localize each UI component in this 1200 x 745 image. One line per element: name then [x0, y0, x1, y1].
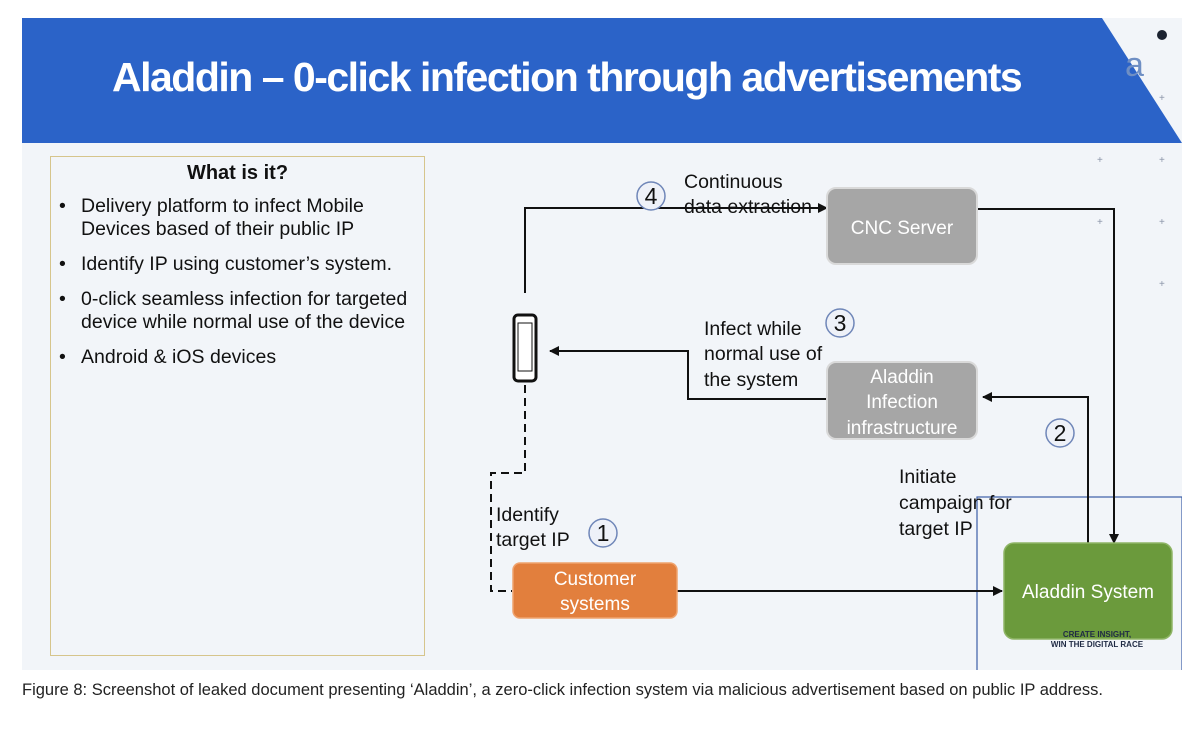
aladdin-outline-frame	[976, 496, 1182, 670]
title-banner: Aladdin – 0-click infection through adve…	[22, 18, 1182, 143]
step-2-label-line: Initiate	[899, 466, 956, 488]
footer-line: CREATE INSIGHT,	[1062, 630, 1132, 639]
arrow-cnc-to-aladdin	[977, 208, 1119, 544]
decor-plus-icon: +	[1159, 217, 1165, 228]
infection-label-line: infrastructure	[847, 418, 958, 439]
customer-systems-node: Customer systems	[512, 562, 678, 619]
infection-infrastructure-node: Aladdin Infection infrastructure	[826, 361, 978, 440]
customer-label-line: systems	[560, 594, 630, 615]
flow-diagram: CNC Server Aladdin Infection infrastruct…	[490, 171, 1182, 670]
step-number: 3	[834, 310, 847, 336]
cnc-server-label: CNC Server	[851, 218, 954, 239]
step-2-label-line: target IP	[899, 518, 973, 540]
decor-plus-icon: +	[1159, 279, 1165, 290]
decor-dot	[1157, 30, 1167, 40]
arrow-infection-to-phone	[549, 346, 827, 400]
arrow-phone-to-cnc	[524, 203, 828, 293]
banner-logo-letter: a	[1125, 46, 1144, 84]
slide-title: Aladdin – 0-click infection through adve…	[112, 54, 1023, 100]
infection-label-line: Infection	[866, 392, 938, 413]
step-number: 1	[597, 520, 610, 546]
bullet-item: Android & iOS devices	[59, 346, 416, 369]
step-1-label-line: target IP	[496, 529, 570, 551]
step-4-label-line: data extraction	[684, 196, 812, 218]
step-number: 4	[645, 183, 658, 209]
dashed-link-phone-customer	[490, 385, 526, 592]
infection-label-line: Aladdin	[870, 367, 933, 388]
aladdin-system-label: Aladdin System	[1022, 582, 1154, 603]
step-4-badge: 4	[636, 181, 666, 211]
step-4-label-line: Continuous	[684, 171, 783, 193]
bullet-list: Delivery platform to infect Mobile Devic…	[51, 195, 424, 369]
step-3-label-line: normal use of	[704, 343, 823, 365]
bullet-item: 0-click seamless infection for targeted …	[59, 288, 416, 334]
customer-label-line: Customer	[554, 569, 637, 590]
step-2-label-line: campaign for	[899, 492, 1012, 514]
slide: Aladdin – 0-click infection through adve…	[22, 18, 1182, 670]
bullet-item: Delivery platform to infect Mobile Devic…	[59, 195, 416, 241]
mobile-phone-icon	[512, 313, 538, 383]
decor-plus-icon: +	[1159, 155, 1165, 166]
decor-plus-icon: +	[1097, 217, 1103, 228]
step-number: 2	[1054, 420, 1067, 446]
banner-fill	[22, 18, 1182, 143]
banner-shape	[22, 18, 1182, 143]
step-3-label-line: the system	[704, 369, 798, 391]
bullet-item: Identify IP using customer’s system.	[59, 253, 416, 276]
footer-line: WIN THE DIGITAL RACE	[1050, 640, 1144, 649]
step-1-badge: 1	[588, 518, 618, 548]
step-1-label-line: Identify	[496, 504, 559, 526]
decor-plus-icon: +	[1159, 93, 1165, 104]
decor-plus-icon: +	[1097, 155, 1103, 166]
step-2-badge: 2	[1045, 418, 1075, 448]
info-panel: What is it? Delivery platform to infect …	[50, 156, 425, 656]
figure-caption: Figure 8: Screenshot of leaked document …	[22, 681, 1104, 699]
step-3-label-line: Infect while	[704, 318, 802, 340]
step-3-badge: 3	[825, 308, 855, 338]
slide-footer-tagline: CREATE INSIGHT, WIN THE DIGITAL RACE	[1042, 630, 1152, 650]
cnc-server-node: CNC Server	[826, 187, 978, 265]
arrow-aladdin-to-infection	[982, 392, 1089, 543]
aladdin-system-node: Aladdin System	[1003, 542, 1173, 640]
panel-heading: What is it?	[186, 162, 289, 184]
